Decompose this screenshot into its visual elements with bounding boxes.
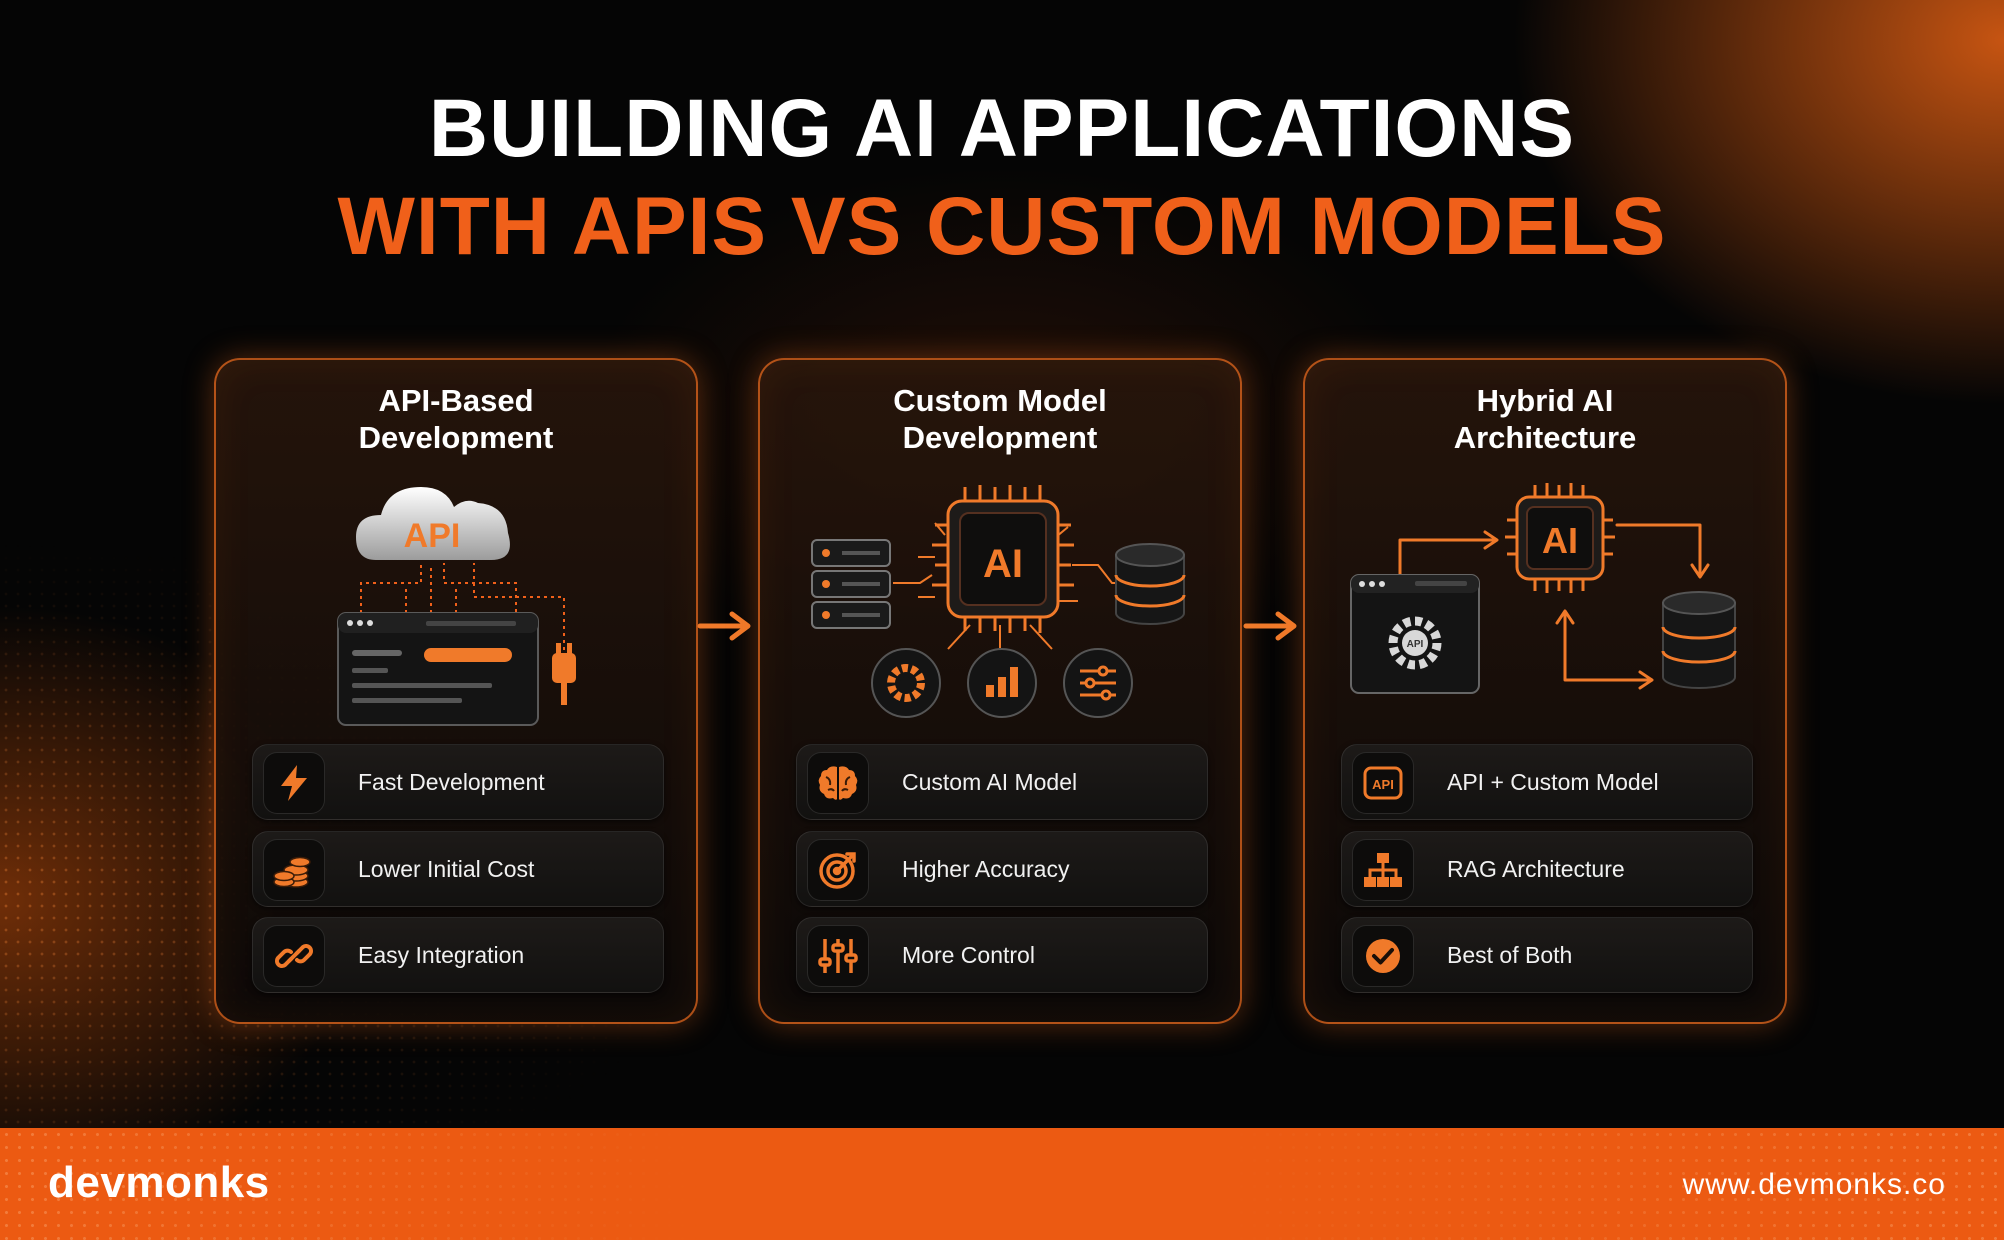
feature-more-control: More Control <box>796 917 1208 993</box>
card-title: Hybrid AI Architecture <box>1453 383 1637 455</box>
link-icon <box>263 925 325 987</box>
svg-text:API: API <box>1407 639 1424 650</box>
target-icon <box>807 839 869 901</box>
feature-label: More Control <box>902 942 1035 968</box>
browser-window-icon <box>337 612 539 726</box>
api-badge-icon: API <box>1352 752 1414 814</box>
feature-higher-accuracy: Higher Accuracy <box>796 831 1208 907</box>
lightning-icon <box>263 752 325 814</box>
feature-label: Higher Accuracy <box>902 856 1070 882</box>
feature-label: Easy Integration <box>358 942 525 968</box>
arrow-right-icon <box>1243 611 1297 641</box>
feature-label: Custom AI Model <box>902 769 1078 795</box>
cloud-api-illustration: API <box>337 487 576 726</box>
feature-rag-architecture: RAG Architecture <box>1341 831 1753 907</box>
card-hybrid-ai: Hybrid AI Architecture AI <box>1303 358 1787 1024</box>
sliders-icon <box>1063 648 1133 718</box>
ai-chip-icon: AI <box>1505 483 1615 593</box>
sliders-icon <box>807 925 869 987</box>
feature-label: Lower Initial Cost <box>358 856 535 882</box>
feature-best-of-both: Best of Both <box>1341 917 1753 993</box>
feature-label: API + Custom Model <box>1447 769 1659 795</box>
headline-line-1: BUILDING AI APPLICATIONS <box>428 83 1576 174</box>
database-icon <box>1661 591 1737 689</box>
feature-easy-integration: Easy Integration <box>252 917 664 993</box>
ai-chip-illustration: AI <box>811 485 1186 718</box>
database-icon <box>1114 543 1186 625</box>
feature-custom-ai-model: Custom AI Model <box>796 744 1208 820</box>
bar-chart-icon <box>967 648 1037 718</box>
svg-text:API: API <box>404 517 461 555</box>
feature-api-custom-model: API API + Custom Model <box>1341 744 1753 820</box>
feature-fast-development: Fast Development <box>252 744 664 820</box>
plug-icon <box>552 643 576 705</box>
website-url[interactable]: www.devmonks.co <box>1682 1168 1946 1201</box>
card-api-based: API-Based Development API <box>214 358 698 1024</box>
ai-chip-icon: AI <box>932 485 1074 633</box>
svg-text:AI: AI <box>1542 520 1578 561</box>
check-circle-icon <box>1352 925 1414 987</box>
cloud-icon: API <box>356 487 510 560</box>
brand-logo: devmonks <box>48 1158 270 1207</box>
card-title: API-Based Development <box>358 383 554 455</box>
footer-bar: devmonks www.devmonks.co <box>0 1128 2004 1240</box>
hierarchy-icon <box>1352 839 1414 901</box>
svg-text:AI: AI <box>983 542 1023 586</box>
coins-icon <box>263 839 325 901</box>
feature-label: Best of Both <box>1447 942 1573 968</box>
card-custom-model: Custom Model Development AI <box>758 358 1242 1024</box>
feature-label: RAG Architecture <box>1447 856 1625 882</box>
card-title: Custom Model Development <box>893 383 1107 455</box>
headline-line-2: WITH APIS VS CUSTOM MODELS <box>337 181 1667 272</box>
hybrid-architecture-illustration: AI API <box>1350 483 1737 694</box>
browser-window-icon: API <box>1350 574 1480 694</box>
footer-dot-pattern <box>0 1128 2004 1240</box>
server-rack-icon <box>811 539 891 629</box>
gear-icon <box>871 648 941 718</box>
arrow-right-icon <box>697 611 751 641</box>
feature-label: Fast Development <box>358 769 545 795</box>
svg-text:API: API <box>1372 777 1394 792</box>
brain-icon <box>807 752 869 814</box>
feature-lower-initial-cost: Lower Initial Cost <box>252 831 664 907</box>
